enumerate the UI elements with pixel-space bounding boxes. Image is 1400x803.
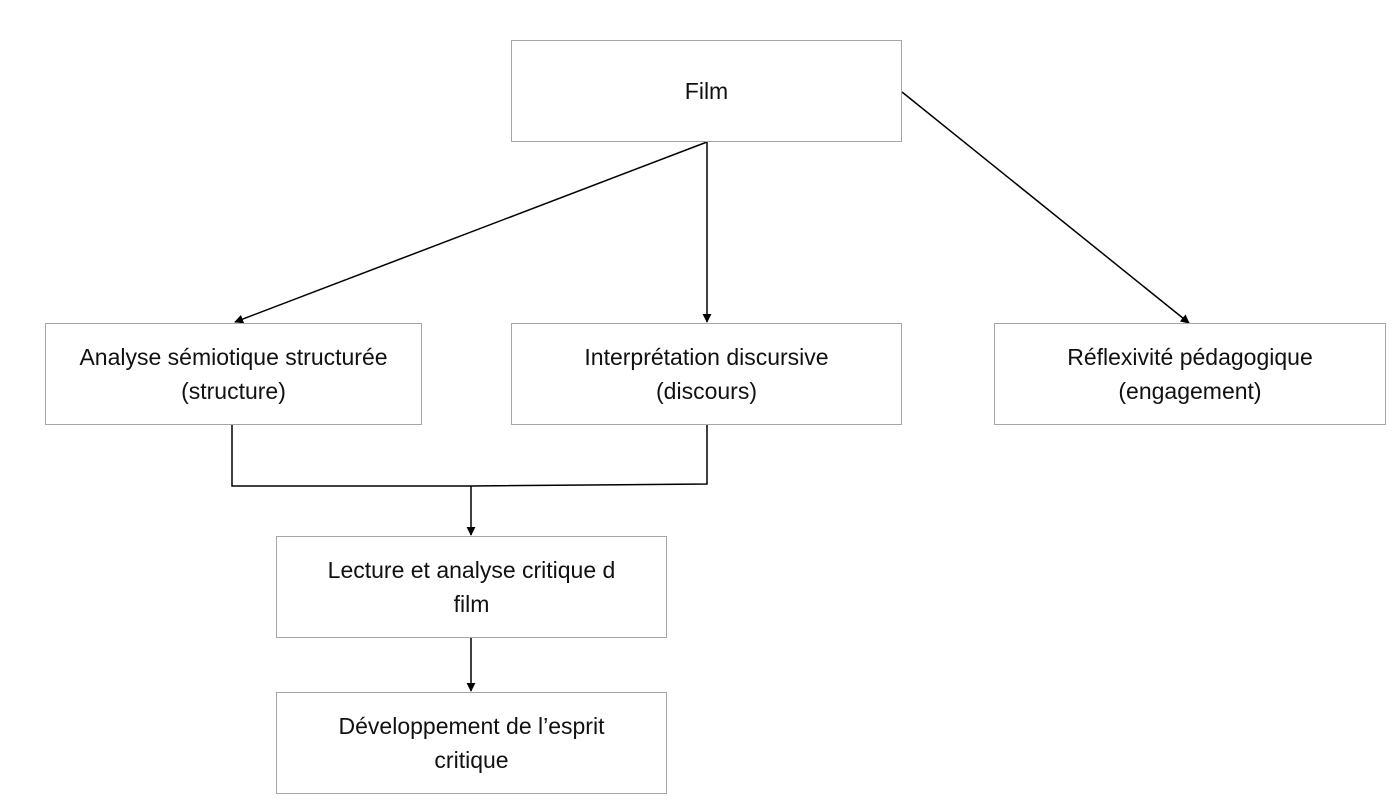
node-reflexivite-pedagogique-line-1: Réflexivité pédagogique	[1067, 344, 1313, 370]
node-lecture-analyse-critique-line-1: Lecture et analyse critique d	[327, 557, 616, 583]
node-film: Film	[511, 40, 902, 142]
edge-film-to-semiotique	[234, 141, 708, 324]
node-analyse-semiotique-line-1: Analyse sémiotique structurée	[79, 344, 388, 370]
node-interpretation-discursive: Interprétation discursive (discours)	[511, 323, 902, 425]
node-developpement-esprit-critique: Développement de l’esprit critique	[276, 692, 667, 794]
node-analyse-semiotique-label: Analyse sémiotique structurée (structure…	[79, 340, 387, 408]
node-lecture-analyse-critique-label: Lecture et analyse critique d film	[328, 553, 616, 621]
node-developpement-esprit-critique-label: Développement de l’esprit critique	[339, 709, 605, 777]
node-interpretation-discursive-line-2: (discours)	[656, 378, 757, 404]
edge-discursive-merge	[470, 425, 708, 487]
node-interpretation-discursive-line-1: Interprétation discursive	[584, 344, 829, 370]
node-developpement-esprit-critique-line-2: critique	[434, 747, 509, 773]
node-reflexivite-pedagogique-line-2: (engagement)	[1118, 378, 1262, 404]
node-lecture-analyse-critique-line-2: film	[453, 591, 490, 617]
node-interpretation-discursive-label: Interprétation discursive (discours)	[584, 340, 828, 408]
node-analyse-semiotique: Analyse sémiotique structurée (structure…	[45, 323, 422, 425]
node-film-label: Film	[685, 74, 728, 108]
node-analyse-semiotique-line-2: (structure)	[181, 378, 286, 404]
node-film-line-1: Film	[684, 78, 729, 104]
node-lecture-analyse-critique: Lecture et analyse critique d film	[276, 536, 667, 638]
node-developpement-esprit-critique-line-1: Développement de l’esprit	[338, 713, 605, 739]
node-reflexivite-pedagogique: Réflexivité pédagogique (engagement)	[994, 323, 1386, 425]
node-reflexivite-pedagogique-label: Réflexivité pédagogique (engagement)	[1067, 340, 1313, 408]
edge-semiotique-merge	[231, 425, 471, 487]
edge-film-to-reflexivite	[901, 91, 1190, 324]
